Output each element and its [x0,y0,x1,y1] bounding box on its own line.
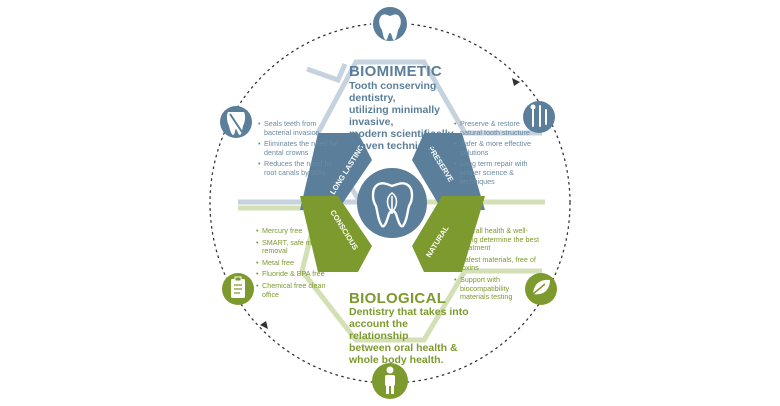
biomimetic-subtitle-line: modern scientifically [349,128,454,140]
list-item: Eliminates the need for dental crowns [258,139,340,157]
tooth-leaf-icon [371,182,414,228]
broken-tooth-icon [220,106,252,138]
clipboard-icon [222,273,254,305]
list-item: Mercury free [256,226,338,236]
list-item: Preserve & restore natural tooth structu… [454,119,538,137]
list-item: Reduces the need for root canals by 90% [258,160,340,177]
list-item: Chemical free clean office [256,281,338,299]
list-item: SMART, safe mercury removal [256,238,338,256]
biomimetic-subtitle-line: Tooth conserving dentistry, [349,80,437,104]
biomimetic-title: BIOMIMETIC [349,63,442,80]
biomimetic-subtitle-line: utilizing minimally invasive, [349,104,441,128]
biological-subtitle-line: Dentistry that takes into [349,306,469,318]
biological-subtitle-line: between oral health & [349,342,458,354]
tooth-icon [371,5,409,43]
biological-subtitle-line: account the relationship [349,318,409,342]
ring-arrows [260,78,520,329]
biological-subtitle: Dentistry that takes into account the re… [349,306,469,366]
preserve-list: Preserve & restore natural tooth structu… [454,119,538,189]
list-item: Fluoride & BPA free [256,270,338,279]
conscious-list: Mercury free SMART, safe mercury removal… [256,226,338,302]
biomimetic-subtitle-line: proven techniques. [349,140,446,152]
list-item: Safer & more effective solutions [454,139,538,157]
list-item: Support with biocompatibility materials … [454,275,540,302]
biological-subtitle-line: whole body health. [349,354,444,366]
biological-title: BIOLOGICAL [349,290,447,307]
list-item: Long term repair with proper science & t… [454,160,538,186]
band-natural [412,196,485,272]
biomimetic-subtitle: Tooth conserving dentistry, utilizing mi… [349,80,469,152]
natural-list: Overall health & well-being determine th… [454,226,540,305]
person-icon [372,363,408,399]
list-item: Seals teeth from bacterial invasion [258,119,340,137]
long-lasting-list: Seals teeth from bacterial invasion Elim… [258,119,340,181]
list-item: Safest materials, free of toxins [454,255,540,273]
list-item: Overall health & well-being determine th… [454,226,540,253]
list-item: Metal free [256,258,338,268]
